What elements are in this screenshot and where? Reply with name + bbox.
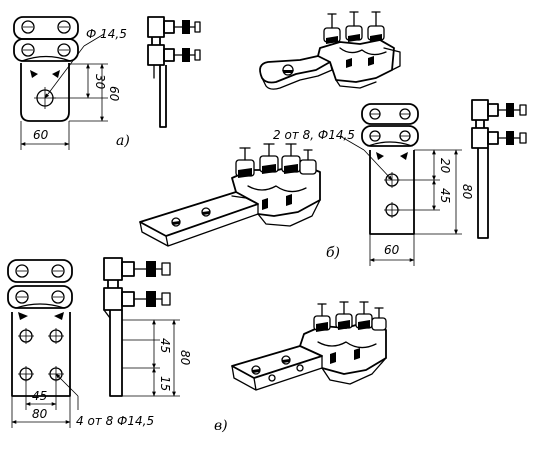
panel-c-side-view — [103, 257, 171, 397]
dim-offset-label: 30 — [93, 74, 107, 90]
dim-c-holes-label: 4 от 8 Ф14,5 — [76, 414, 154, 428]
panel-a: Ф 14,5 30 60 60 — [13, 11, 401, 150]
panel-b-front-view — [361, 103, 419, 235]
dim-hole-label: Ф 14,5 — [86, 27, 127, 41]
panel-a-dimensions: Ф 14,5 30 60 60 — [20, 27, 127, 150]
caption-c: в) — [214, 418, 228, 434]
dim-b-pitch-label: 45 — [438, 188, 452, 203]
panel-a-side-view — [147, 16, 201, 128]
panel-c-side-dimensions: 45 15 80 — [122, 319, 192, 397]
dim-b-holes-label: 2 от 8, Ф14,5 — [273, 128, 355, 142]
dim-c-height-label: 80 — [178, 350, 192, 366]
panel-b-iso-view — [139, 143, 321, 247]
dim-c-edge-label: 15 — [158, 376, 172, 391]
panel-b-side-view — [471, 99, 527, 239]
panel-b: 2 от 8, Ф14,5 20 45 80 60 — [139, 99, 527, 266]
dim-c-pitch-h-label: 45 — [32, 389, 47, 403]
dim-b-height-label: 80 — [460, 184, 474, 200]
panel-c: 45 80 4 от 8 Ф14,5 45 — [7, 257, 387, 434]
panel-a-front-view — [13, 16, 79, 122]
dim-c-pitch-v-label: 45 — [158, 338, 172, 353]
dim-height-label: 60 — [107, 86, 121, 102]
dim-width-label: 60 — [33, 128, 49, 142]
panel-a-iso-view — [259, 11, 401, 90]
panel-b-dimensions: 2 от 8, Ф14,5 20 45 80 60 — [273, 128, 474, 266]
panel-c-front-dimensions: 45 80 4 от 8 Ф14,5 — [11, 373, 154, 428]
caption-b: б) — [326, 245, 340, 261]
dim-b-width-label: 60 — [384, 243, 400, 257]
dim-c-width-label: 80 — [32, 407, 48, 421]
dim-b-offset-label: 20 — [438, 158, 452, 174]
panel-c-front-view — [7, 259, 73, 397]
panel-c-iso-view — [231, 301, 387, 391]
caption-a: а) — [116, 133, 130, 149]
